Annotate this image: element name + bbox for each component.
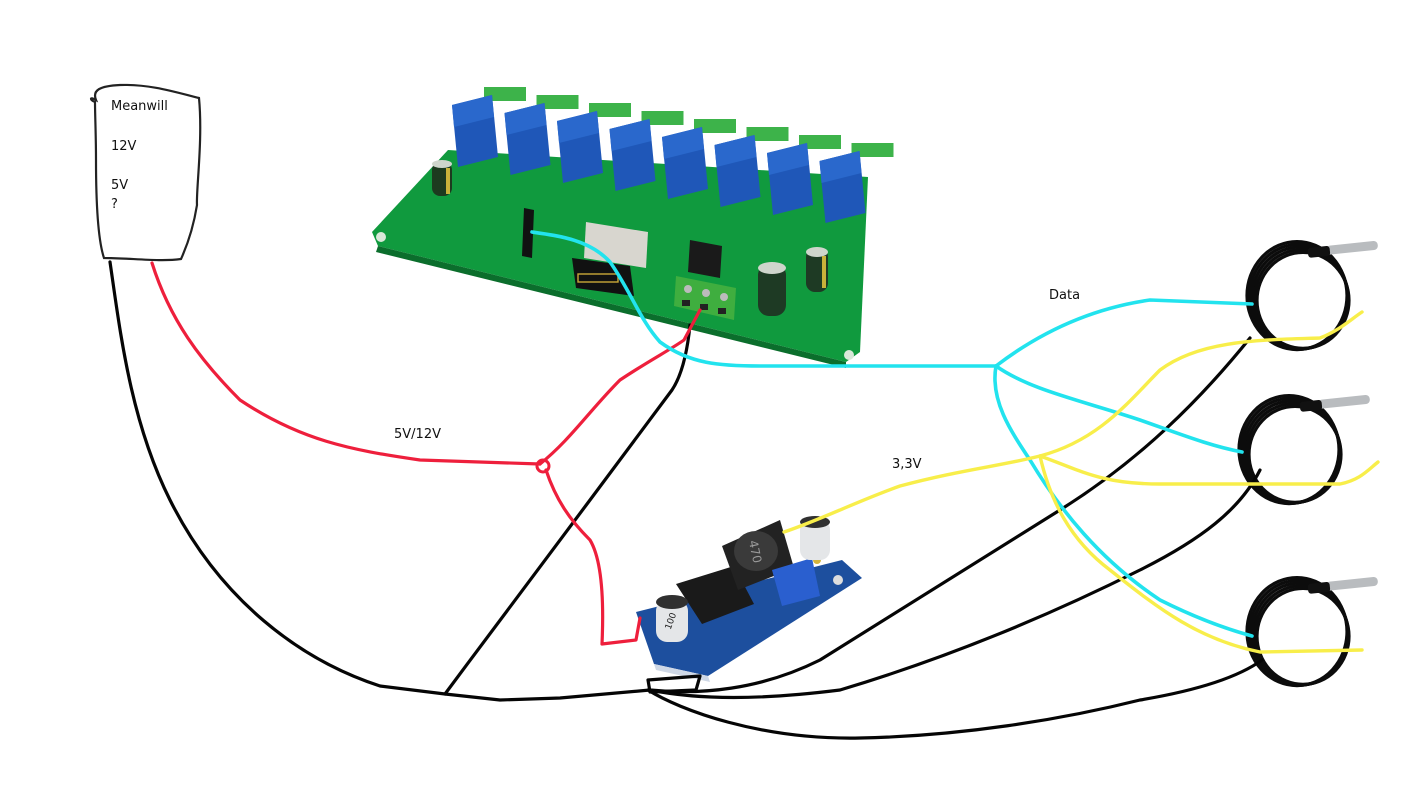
ground-junction [646, 674, 702, 694]
logic-power-wire-probe-3 [1038, 454, 1364, 654]
capacitor [432, 160, 452, 196]
probe-cable-coil [1255, 250, 1351, 350]
ground-wires [108, 260, 1264, 740]
ground-wire-probe-1 [648, 336, 1252, 694]
power-junction [535, 458, 551, 474]
data-wires: Data [530, 230, 1254, 638]
data-wire-relay-board [530, 230, 998, 368]
mounting-hole [844, 350, 854, 360]
relay-terminal-block [641, 111, 684, 125]
logic-power-wire-probe-2 [1038, 454, 1380, 486]
data-wire-label: Data [1049, 288, 1080, 303]
logic-power-wire-probe-1 [1038, 310, 1364, 458]
power-supply-name: Meanwill [111, 99, 168, 114]
power-wire-label: 5V/12V [394, 427, 441, 442]
power-wire-psu [150, 261, 542, 466]
relay-terminal-block [851, 143, 894, 157]
power-supply: Meanwill 12V 5V ? [89, 83, 202, 262]
ground-wire-psu [108, 260, 652, 702]
power-wire-relay-board [538, 308, 702, 466]
relay-board [372, 87, 894, 368]
relay-terminal-block [746, 127, 789, 141]
relay [609, 111, 684, 191]
relay [662, 119, 736, 199]
logic-power-wire-label: 3,3V [892, 457, 922, 472]
ground-wire-probe-3 [646, 658, 1264, 740]
data-wire-probe-2 [994, 364, 1244, 454]
logic-power-wire-buck-converter [782, 454, 1042, 534]
data-wire-probe-1 [994, 298, 1254, 368]
probe-steel-tip [1325, 576, 1378, 591]
relay-terminal-block [589, 103, 631, 117]
temperature-probe-2 [1237, 394, 1370, 506]
buck-converter: 470 100 [636, 516, 862, 682]
relay [819, 143, 894, 223]
input-capacitor: 100 [656, 595, 688, 642]
power-supply-unknown-voltage: ? [111, 197, 118, 212]
relay-terminal-block [694, 119, 736, 133]
probe-steel-tip [1325, 240, 1378, 255]
temperature-probe-1 [1245, 240, 1378, 352]
voltage-regulator [688, 240, 722, 278]
output-capacitor [800, 516, 830, 560]
power-supply-voltage-12v: 12V [111, 139, 137, 154]
probe-cable-coil [1247, 404, 1343, 504]
mounting-hole [376, 232, 386, 242]
ground-wire-relay-board [443, 323, 692, 696]
relay-terminal-block [536, 95, 579, 109]
header-pins [522, 208, 534, 258]
temperature-probe-3 [1245, 575, 1378, 688]
probe-cable-coil [1255, 586, 1351, 687]
relay [767, 135, 841, 215]
relay [452, 87, 526, 167]
capacitor [758, 262, 786, 316]
power-wires: 5V/12V [150, 261, 702, 646]
relay [714, 127, 789, 207]
relay-terminal-block [799, 135, 841, 149]
ground-wire-probe-2 [648, 468, 1262, 700]
wifi-module [572, 222, 648, 296]
power-supply-voltage-5v: 5V [111, 178, 128, 193]
power-terminal-block [674, 276, 736, 320]
capacitor [806, 247, 828, 292]
logic-power-wires: 3,3V [782, 310, 1380, 654]
probe-steel-tip [1317, 394, 1370, 409]
power-wire-buck-converter [544, 468, 642, 646]
power-supply-outline [89, 83, 202, 262]
relay [557, 103, 631, 183]
relay-terminal-block [484, 87, 526, 101]
data-wire-probe-3 [993, 364, 1254, 638]
inductor-marking: 470 [746, 539, 764, 564]
relay [504, 95, 579, 175]
